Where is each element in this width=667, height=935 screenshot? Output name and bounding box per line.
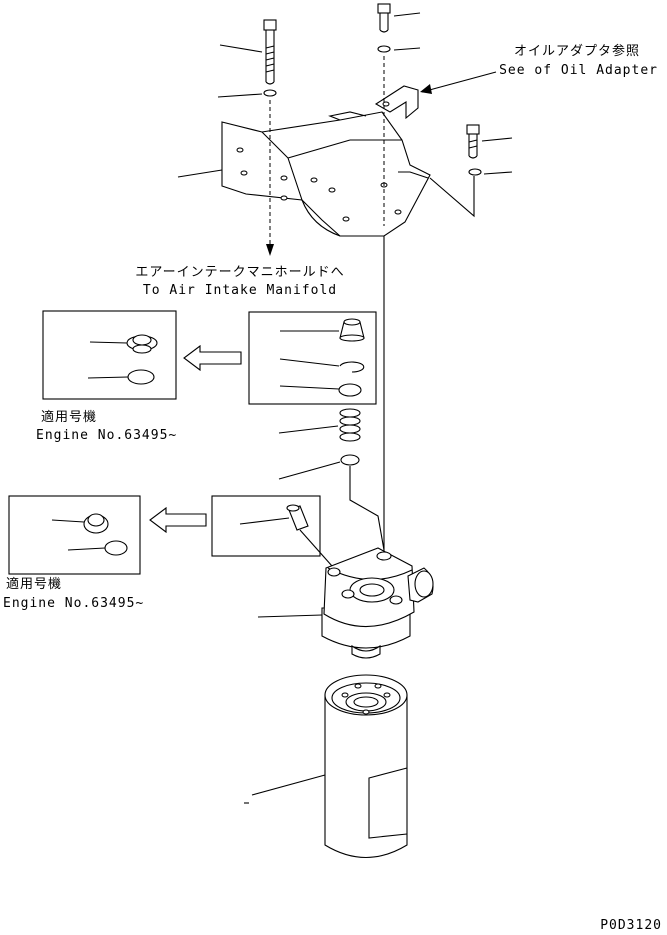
note-serial-upper-en: Engine No.63495~ [36, 428, 178, 443]
drawing-code: P0D3120 [600, 918, 662, 933]
fitting-plug-new [83, 513, 109, 534]
detail-box-upper-current [248, 311, 377, 405]
air-intake-arrowhead [266, 244, 274, 256]
note-air-intake-en: To Air Intake Manifold [142, 283, 338, 298]
washer-center [377, 45, 391, 53]
filter-head [321, 547, 434, 659]
detail-box-lower-current [211, 495, 321, 557]
leader-fitting-plug-new [51, 519, 85, 523]
leader-snap-ring [279, 358, 340, 367]
arrow-upper [183, 344, 242, 372]
oil-filter-cartridge [324, 674, 408, 859]
leader-oil-adapter [421, 71, 497, 93]
oil-adapter-arrowhead [420, 84, 432, 94]
valve-plug [339, 318, 365, 342]
leader-bolt-left [219, 44, 263, 53]
leader-filter-head [257, 614, 323, 618]
note-oil-adapter-jp: オイルアダプタ参照 [513, 44, 640, 59]
spring [339, 408, 361, 442]
bolt-left [263, 19, 277, 85]
leader-oil-filter [251, 774, 326, 796]
detail-box-lower-replacement [8, 495, 141, 575]
seal-new-lower [104, 540, 128, 556]
leader-fitting-to-head [299, 529, 333, 567]
leader-seal-new-lower [67, 547, 106, 551]
leader-washer-right-to-bracket [429, 176, 475, 218]
note-air-intake-jp: エアーインテークマニホールドへ [135, 265, 345, 280]
leader-valve-disc [278, 461, 341, 480]
fitting-plug [286, 504, 309, 531]
snap-ring [339, 361, 365, 373]
leader-washer-left [217, 93, 263, 98]
leader-bolt-center [393, 12, 421, 17]
valve-disc [340, 454, 360, 466]
leader-seal-disc-new [87, 376, 129, 379]
arrow-lower [149, 506, 207, 534]
leader-spring [278, 425, 339, 434]
leader-bolt-right [481, 137, 513, 142]
valve-plug-new [126, 334, 158, 354]
leader-seal-disc [279, 385, 340, 390]
washer-left [263, 89, 277, 97]
oil-adapter-bracket [374, 85, 419, 120]
detail-box-upper-replacement [42, 310, 177, 400]
leader-valve-disc-to-head [349, 466, 385, 551]
bolt-right [466, 124, 480, 159]
seal-disc [338, 383, 362, 397]
note-serial-lower-jp: 適用号機 [6, 577, 63, 592]
leader-fitting-plug [239, 517, 290, 525]
washer-right [468, 168, 482, 176]
bolt-center [377, 3, 391, 33]
seal-disc-new [127, 369, 155, 385]
note-oil-adapter-en: See of Oil Adapter [499, 63, 658, 78]
main-bracket [221, 111, 431, 237]
leader-washer-center [393, 47, 421, 51]
note-serial-upper-jp: 適用号機 [41, 410, 98, 425]
leader-valve-plug-new [89, 341, 128, 344]
note-serial-lower-en: Engine No.63495~ [3, 596, 145, 611]
leader-main-bracket [177, 169, 223, 178]
leader-washer-right [483, 171, 513, 175]
